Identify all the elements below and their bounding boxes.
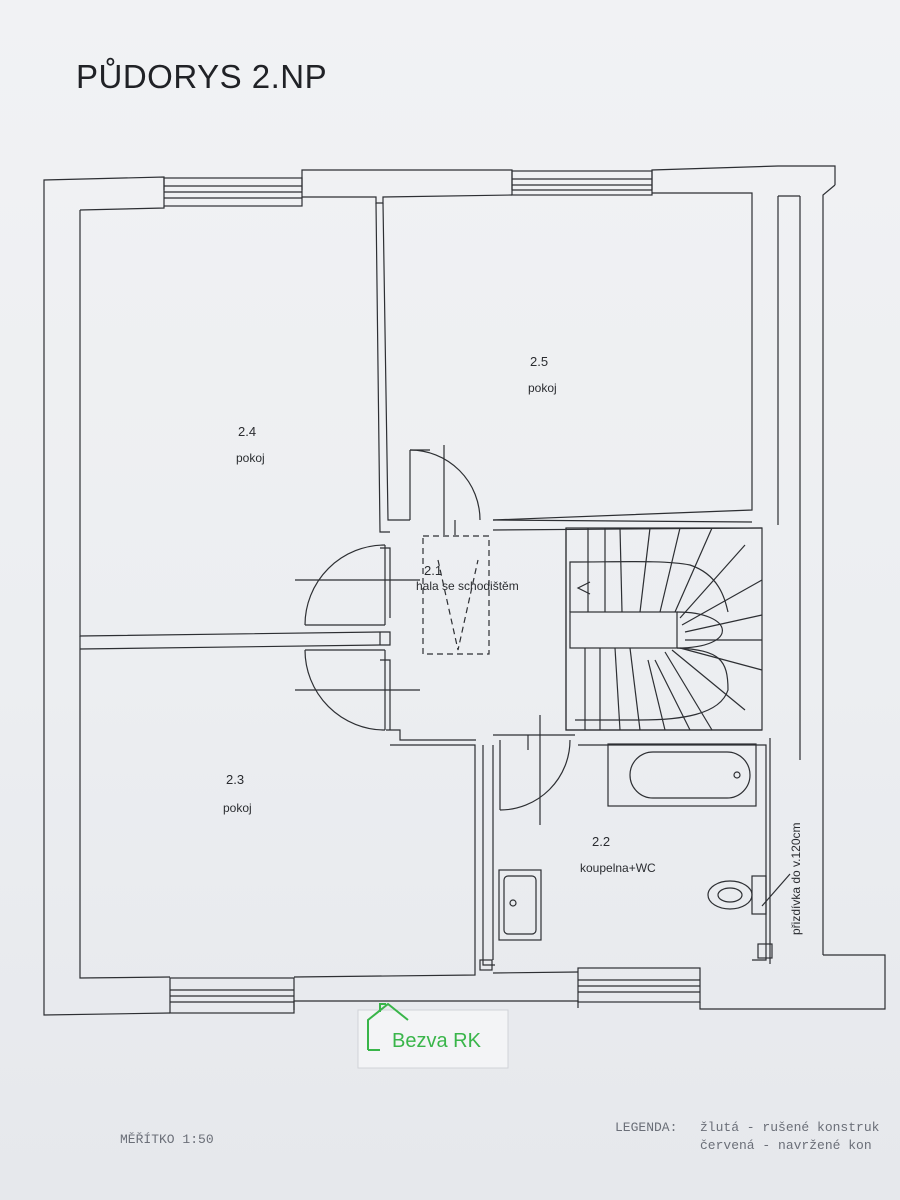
legend-label: LEGENDA:: [615, 1120, 677, 1135]
room-label-2-5: 2.5 pokoj: [528, 354, 557, 395]
logo-text: Bezva RK: [392, 1030, 482, 1052]
room-label-2-1: 2.1 hala se schodištěm: [416, 563, 519, 593]
window-top-left: [163, 177, 303, 207]
bathtub: [607, 743, 757, 807]
scale-label: MĚŘÍTKO 1:50: [120, 1132, 214, 1147]
room-number: 2.1: [424, 563, 442, 578]
room-number: 2.3: [226, 772, 244, 787]
room-number: 2.4: [238, 424, 256, 439]
door-room-2-3: [295, 649, 420, 731]
room-name: hala se schodištěm: [416, 579, 519, 593]
room-label-2-3: 2.3 pokoj: [223, 772, 252, 815]
door-room-2-4: [295, 544, 420, 626]
toilet: [707, 873, 791, 915]
room-label-2-2: 2.2 koupelna+WC: [580, 834, 656, 875]
legend-line-1: žlutá - rušené konstruk: [700, 1120, 880, 1135]
door-room-2-5: [409, 445, 481, 535]
room-name: pokoj: [236, 451, 265, 465]
staircase: [565, 527, 763, 731]
room-name: pokoj: [223, 801, 252, 815]
room-number: 2.5: [530, 354, 548, 369]
room-number: 2.2: [592, 834, 610, 849]
window-bottom-left: [169, 977, 295, 1014]
washbasin: [498, 869, 542, 941]
room-name: koupelna+WC: [580, 861, 656, 875]
legend-line-2: červená - navržené kon: [700, 1138, 872, 1153]
watermark-logo: Bezva RK: [357, 1002, 509, 1069]
room-name: pokoj: [528, 381, 557, 395]
right-exterior-wall: [777, 184, 836, 955]
room-label-2-4: 2.4 pokoj: [236, 424, 265, 465]
exterior-wall-inner-outline: [79, 192, 753, 979]
window-top-right: [511, 170, 653, 196]
attic-hatch: [422, 535, 490, 655]
wall-annotation: přizdívka do v.120cm: [789, 823, 803, 936]
house-icon: [367, 1002, 409, 1051]
door-bathroom: [499, 715, 571, 825]
window-bottom-right: [577, 967, 701, 1003]
drawing-title: PŮDORYS 2.NP: [76, 58, 328, 95]
